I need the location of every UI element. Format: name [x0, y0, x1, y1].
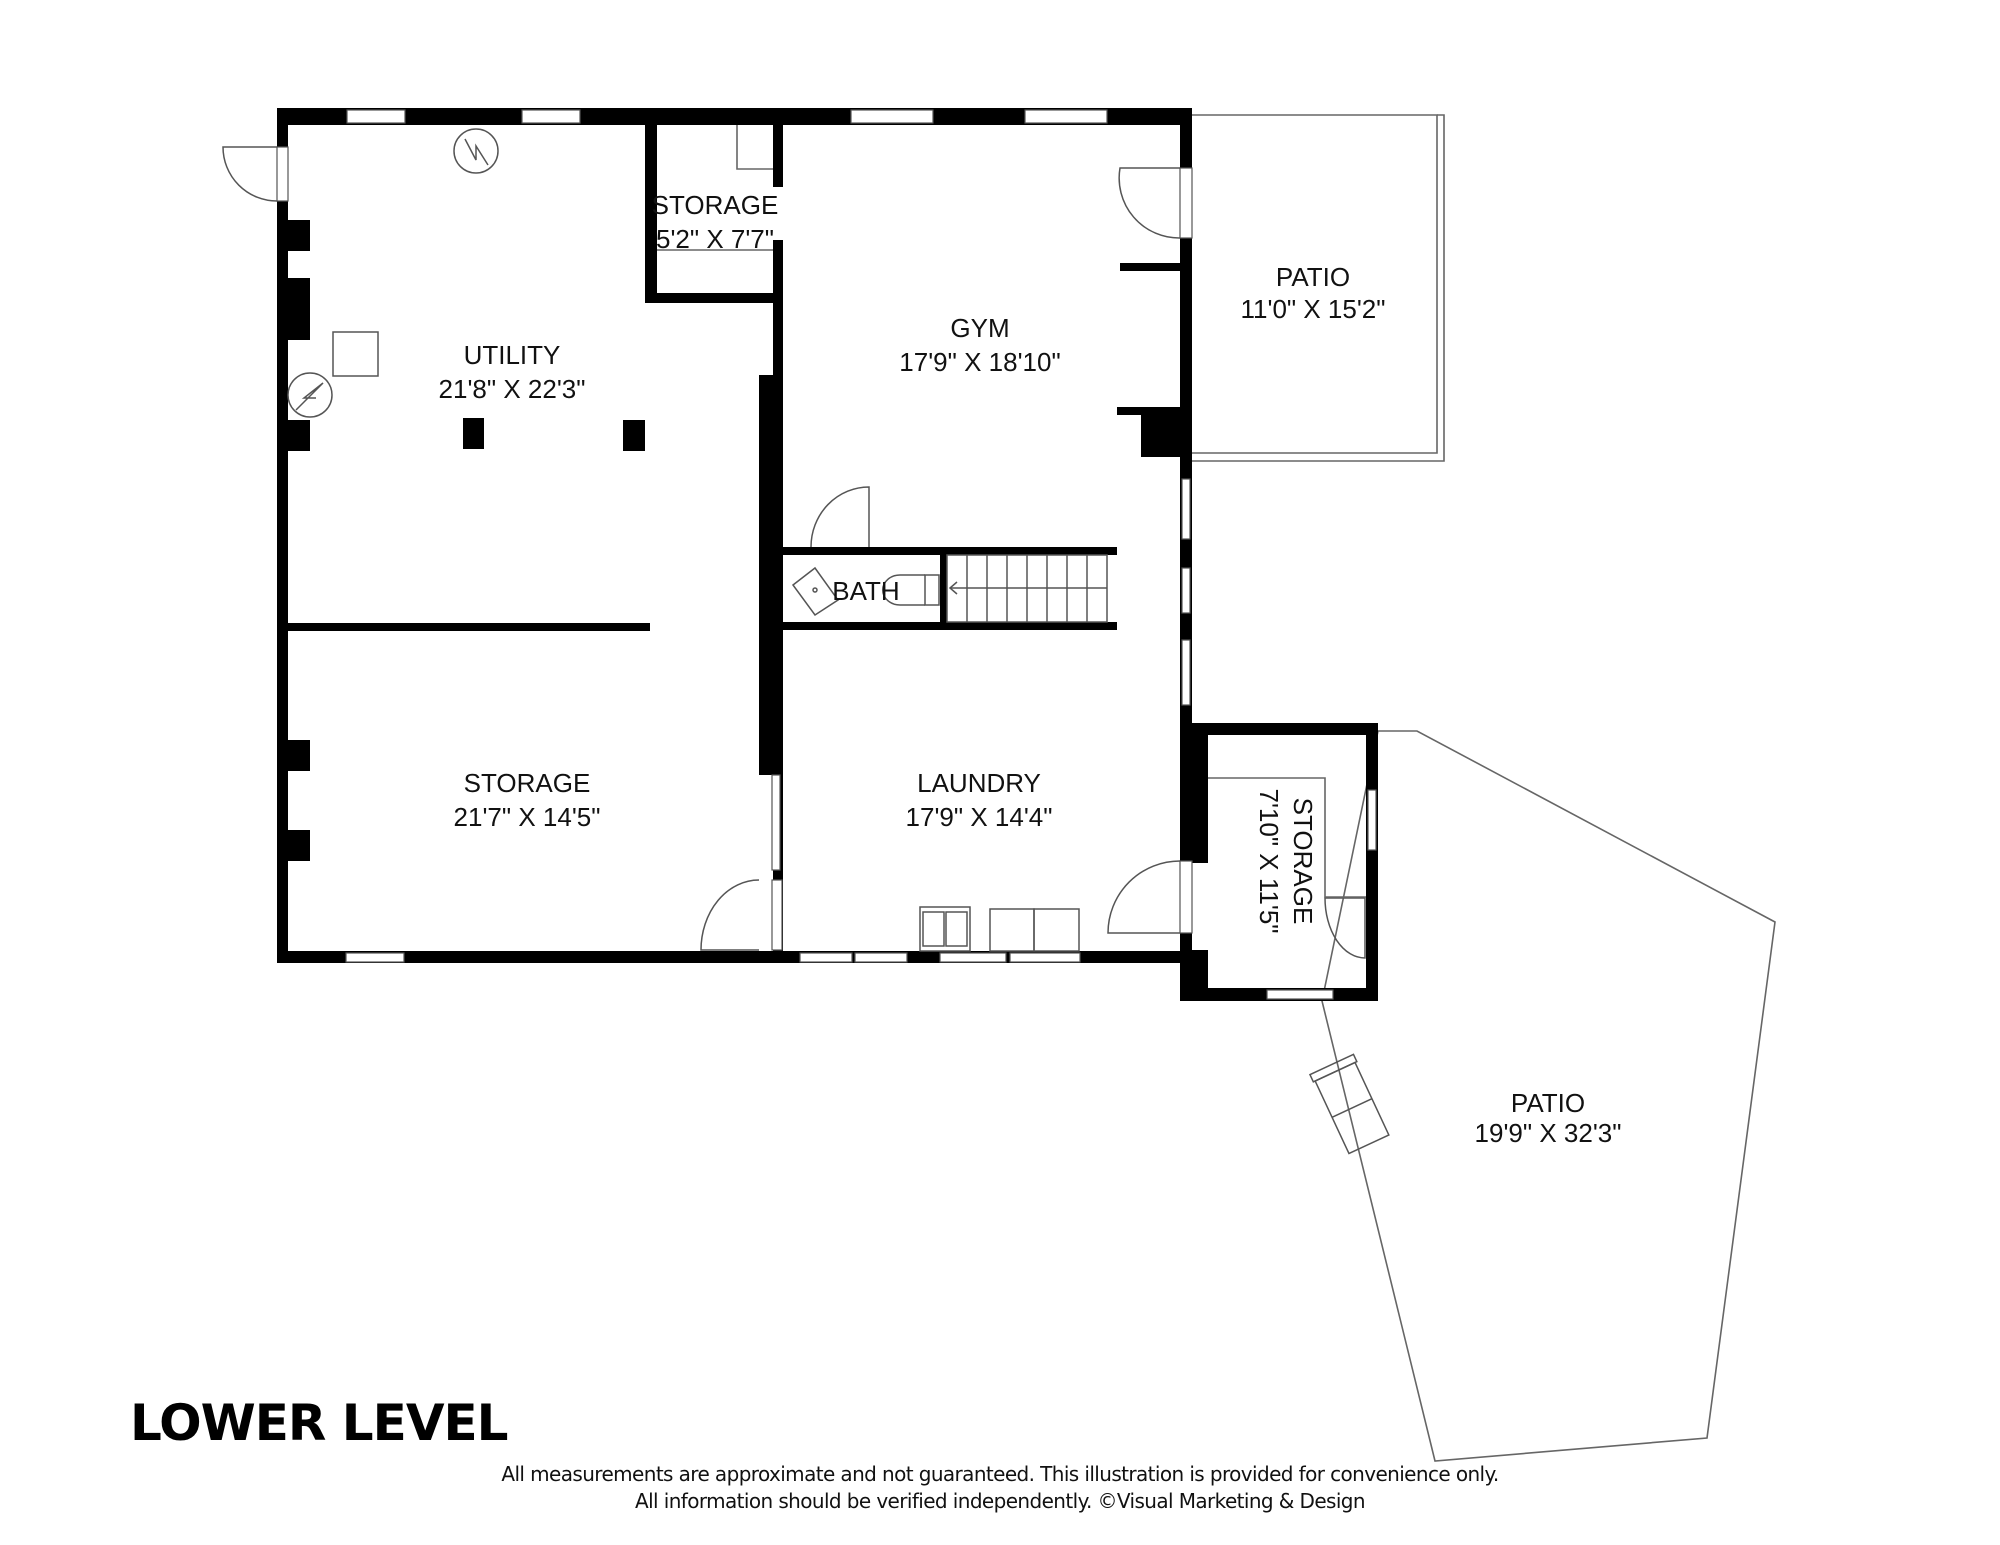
room-dims-storage-side: 7'10" X 11'5": [1254, 788, 1284, 933]
disclaimer-line-2: All information should be verified indep…: [635, 1489, 1366, 1513]
level-title: LOWER LEVEL: [130, 1394, 509, 1452]
disclaimer-line-1: All measurements are approximate and not…: [501, 1462, 1499, 1486]
door-gym-patio[interactable]: [1118, 167, 1181, 239]
room-dims-patio-upper: 11'0" X 15'2": [1240, 294, 1385, 324]
dryer-icon: [1033, 908, 1080, 952]
room-label-bath: BATH: [832, 576, 899, 606]
room-label-utility: UTILITY: [464, 340, 561, 370]
water-heater-icon: [453, 128, 499, 174]
doors: [222, 146, 1366, 959]
room-label-storage-small: STORAGE: [652, 190, 779, 220]
washer-icon: [989, 908, 1035, 952]
room-label-patio-lower: PATIO: [1511, 1088, 1585, 1118]
door-bath[interactable]: [810, 486, 870, 548]
room-dims-laundry: 17'9" X 14'4": [906, 802, 1053, 832]
door-utility-exterior[interactable]: [222, 146, 278, 202]
door-side-storage[interactable]: [1324, 897, 1366, 959]
laundry-sink-icon: [919, 906, 971, 952]
room-label-gym: GYM: [950, 313, 1009, 343]
toilet-icon: [881, 574, 940, 606]
room-dims-patio-lower: 19'9" X 32'3": [1475, 1118, 1622, 1148]
bench-icon: [1308, 1053, 1390, 1155]
room-label-patio-upper: PATIO: [1276, 262, 1350, 292]
shelf-icon: [657, 125, 773, 251]
stairs-icon: [946, 554, 1108, 623]
room-label-storage-side: STORAGE: [1288, 798, 1318, 925]
room-dims-storage-small: 5'2" X 7'7": [656, 224, 774, 254]
walls: [277, 108, 1378, 1001]
room-label-laundry: LAUNDRY: [917, 768, 1041, 798]
windows: [345, 109, 1377, 1000]
room-dims-gym: 17'9" X 18'10": [899, 347, 1060, 377]
door-storage-large[interactable]: [700, 879, 760, 951]
patio-upper-outline: [1192, 114, 1445, 462]
furnace-icon: [332, 331, 379, 377]
door-laundry-side[interactable]: [1107, 860, 1181, 934]
room-label-storage-large: STORAGE: [464, 768, 591, 798]
electrical-panel-icon: [287, 372, 333, 418]
room-dims-storage-large: 21'7" X 14'5": [454, 802, 601, 832]
sink-icon: [791, 566, 840, 617]
room-dims-utility: 21'8" X 22'3": [439, 374, 586, 404]
